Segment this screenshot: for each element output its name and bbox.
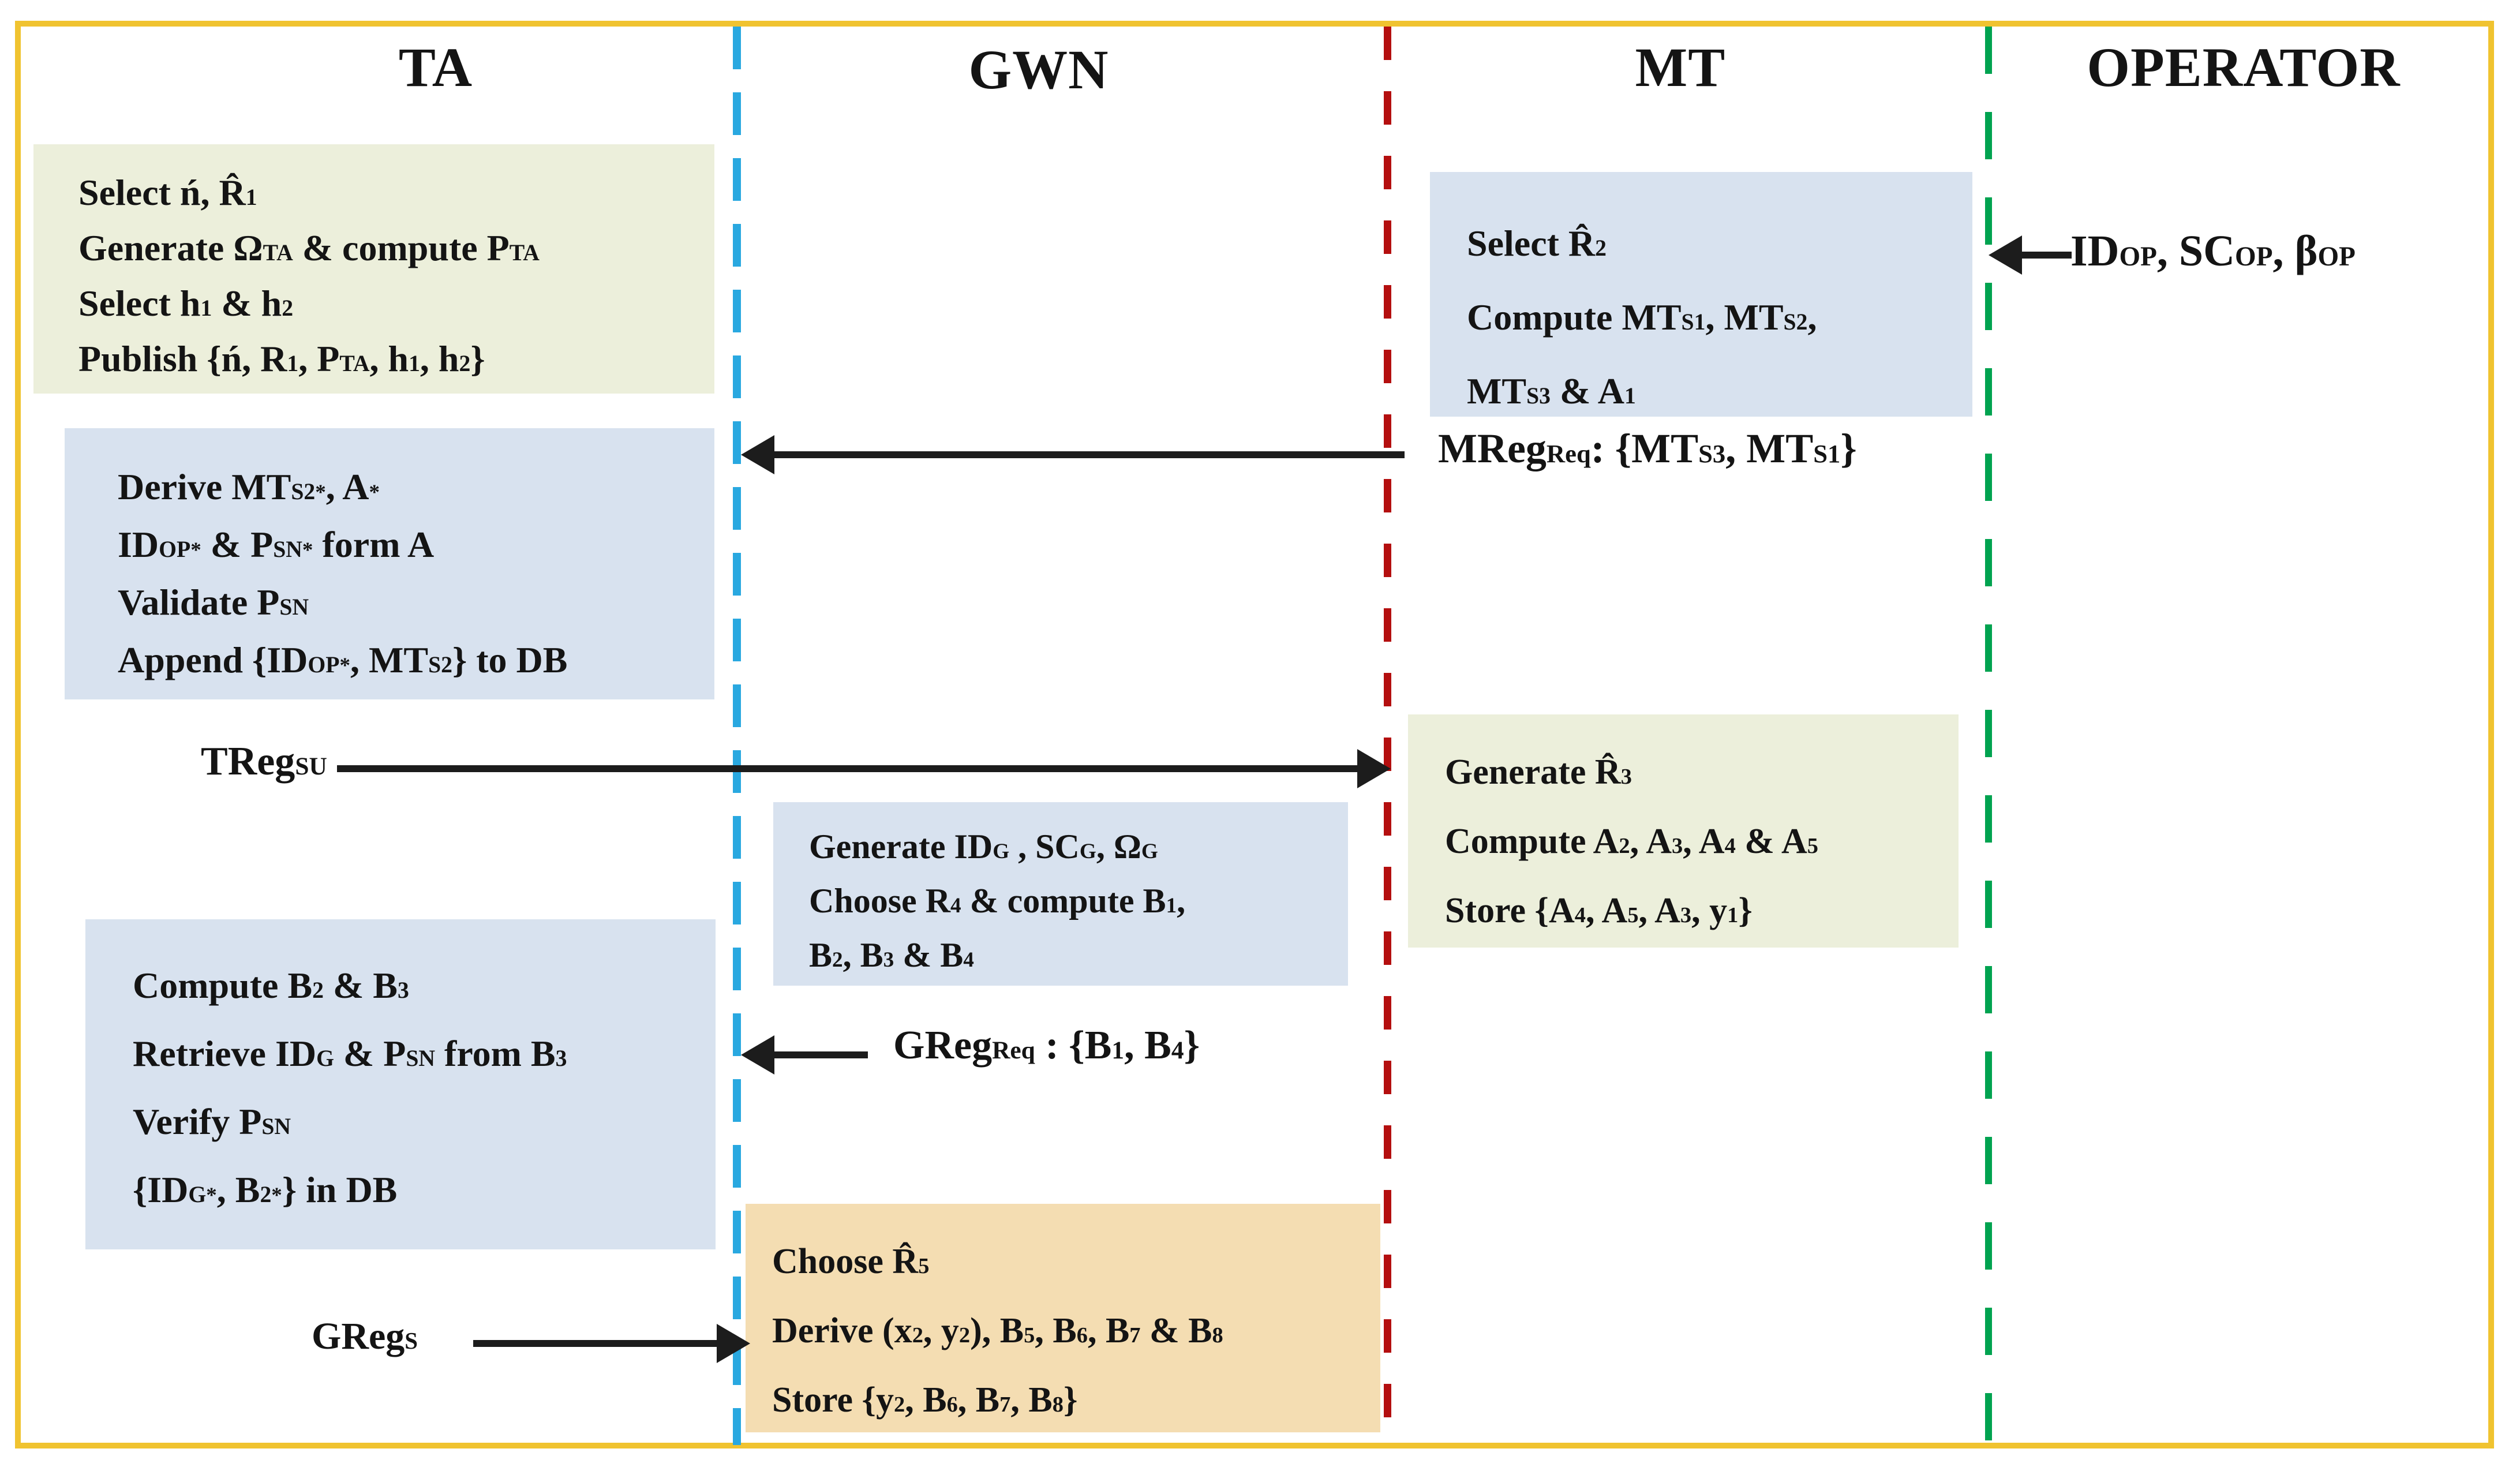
ta-verify-line: {IDG*, B2*} in DB xyxy=(133,1169,398,1210)
ta-verify-line: Verify PSN xyxy=(133,1101,291,1142)
gwn-generate-line: Generate IDG , SCG, ΩG xyxy=(809,828,1158,866)
mt-select-line: MTS3 & A1 xyxy=(1467,370,1636,411)
operator-lifeline-dashed xyxy=(1985,27,1992,1445)
arrow-right-icon xyxy=(717,1324,750,1363)
gwn-store-line: Store {y2, B6, B7, B8} xyxy=(772,1380,1078,1420)
ta-derive-line: Derive MTS2*, A* xyxy=(118,466,380,507)
diagram-border xyxy=(15,21,2494,1448)
gwn-generate-line: B2, B3 & B4 xyxy=(809,936,974,974)
ta-setup-box: Select ń, R̂1 Generate ΩTA & compute PTA… xyxy=(33,144,714,394)
ta-derive-box: Derive MTS2*, A* IDOP* & PSN* form A Val… xyxy=(65,428,714,699)
greg-s-arrow-line xyxy=(473,1340,718,1347)
treg-su-label: TRegSU xyxy=(201,739,327,784)
ta-verify-box: Compute B2 & B3 Retrieve IDG & PSN from … xyxy=(85,919,716,1249)
ta-derive-line: Validate PSN xyxy=(118,582,309,623)
gwn-lifeline-dashed xyxy=(733,27,741,1445)
actor-ta-header: TA xyxy=(398,36,473,98)
mreg-req-label: MRegReq: {MTS3, MTS1} xyxy=(1438,425,1857,471)
gwn-generate-line: Choose R4 & compute B1, xyxy=(809,882,1186,920)
arrow-left-icon xyxy=(741,435,774,474)
mt-compute-line: Generate R̂3 xyxy=(1445,753,1632,792)
arrow-left-icon xyxy=(741,1035,774,1075)
ta-setup-line: Select ń, R̂1 xyxy=(78,172,257,213)
greg-s-label: GRegS xyxy=(312,1315,418,1357)
greg-req-label: GRegReq : {B1, B4} xyxy=(893,1023,1200,1068)
mt-select-box: Select R̂2 Compute MTS1, MTS2, MTS3 & A1 xyxy=(1430,172,1972,417)
mt-compute-line: Store {A4, A5, A3, y1} xyxy=(1445,891,1753,930)
operator-credentials-label: IDOP, SCOP, βOP xyxy=(2070,227,2356,275)
actor-mt-header: MT xyxy=(1635,36,1726,98)
greg-req-arrow-line xyxy=(771,1051,868,1058)
mt-select-line: Compute MTS1, MTS2, xyxy=(1467,297,1817,338)
mt-compute-box: Generate R̂3 Compute A2, A3, A4 & A5 Sto… xyxy=(1408,714,1959,948)
ta-verify-line: Retrieve IDG & PSN from B3 xyxy=(133,1033,567,1074)
mt-compute-line: Compute A2, A3, A4 & A5 xyxy=(1445,822,1818,861)
mreg-req-arrow-line xyxy=(771,451,1405,458)
ta-setup-line: Select h1 & h2 xyxy=(78,283,294,324)
operator-credentials-arrow-line xyxy=(2019,252,2072,259)
ta-verify-line: Compute B2 & B3 xyxy=(133,965,409,1006)
mt-select-line: Select R̂2 xyxy=(1467,223,1607,264)
gwn-generate-box: Generate IDG , SCG, ΩG Choose R4 & compu… xyxy=(773,802,1348,986)
arrow-left-icon xyxy=(1989,235,2022,275)
ta-derive-line: IDOP* & PSN* form A xyxy=(118,524,435,565)
ta-derive-line: Append {IDOP*, MTS2} to DB xyxy=(118,639,568,680)
actor-operator-header: OPERATOR xyxy=(2087,36,2401,98)
actor-gwn-header: GWN xyxy=(968,39,1109,100)
gwn-store-box: Choose R̂5 Derive (x2, y2), B5, B6, B7 &… xyxy=(746,1204,1380,1432)
treg-su-arrow-line xyxy=(337,765,1358,772)
gwn-store-line: Derive (x2, y2), B5, B6, B7 & B8 xyxy=(772,1311,1223,1350)
arrow-right-icon xyxy=(1357,749,1391,788)
gwn-store-line: Choose R̂5 xyxy=(772,1242,930,1281)
ta-setup-line: Generate ΩTA & compute PTA xyxy=(78,227,540,268)
ta-setup-line: Publish {ń, R1, PTA, h1, h2} xyxy=(78,338,485,379)
mt-lifeline-dashed xyxy=(1384,27,1391,1445)
